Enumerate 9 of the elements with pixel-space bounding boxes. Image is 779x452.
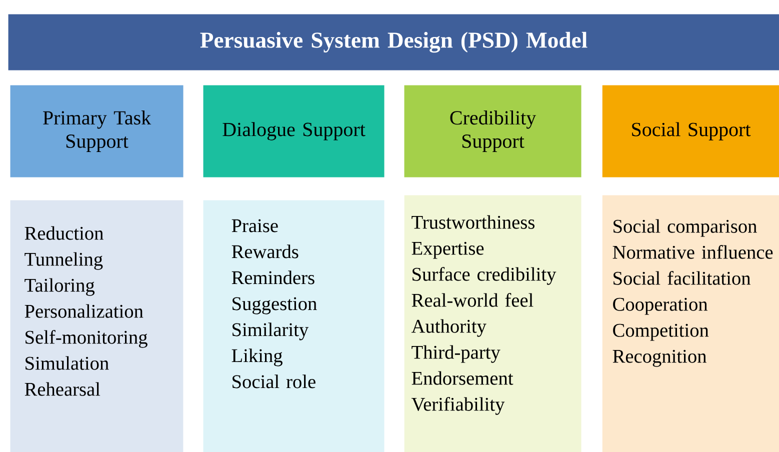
category-header: Credibility Support [404, 85, 582, 178]
list-panel: Trustworthiness Expertise Surface credibility Real-world feel Authority Third-party Endorsement Verifiability [404, 195, 582, 452]
title-banner: Persuasive System Design (PSD) Model [8, 14, 779, 70]
category-header: Social Support [602, 85, 779, 178]
list-panel: Social comparison Normative influence Social facilitation Cooperation Competition Recognition [602, 195, 779, 452]
list-panel: Reduction Tunneling Tailoring Personalization Self-monitoring Simulation Rehearsal [10, 200, 184, 452]
category-header: Primary Task Support [10, 85, 184, 178]
category-header: Dialogue Support [203, 85, 384, 178]
list-panel: Praise Rewards Reminders Suggestion Similarity Liking Social role [203, 200, 384, 452]
